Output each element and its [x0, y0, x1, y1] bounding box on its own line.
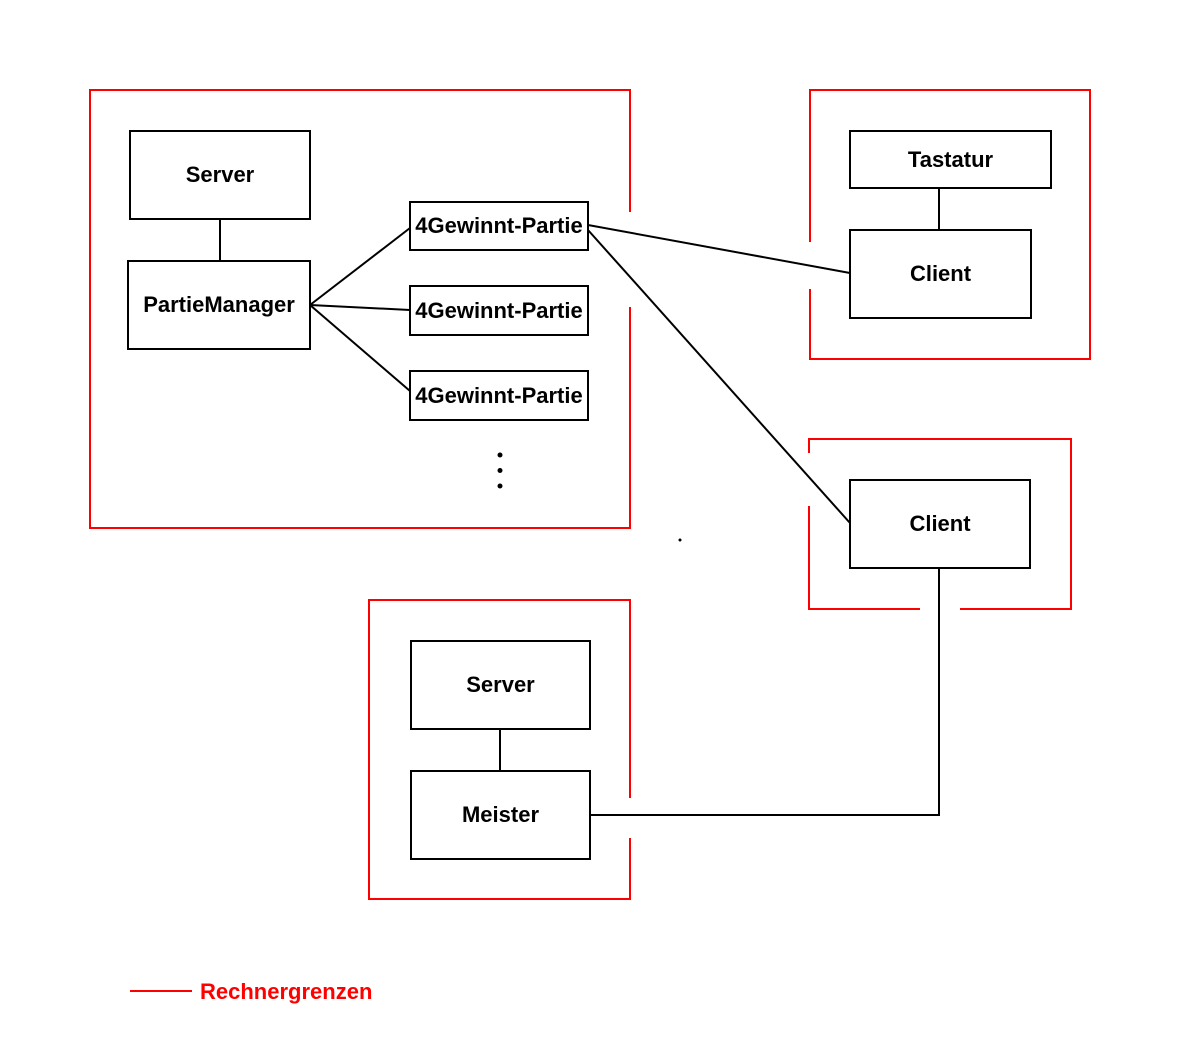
- node-client-mid: Client: [849, 479, 1031, 569]
- boundary-server-host: [89, 89, 631, 529]
- node-server-top: Server: [129, 130, 311, 220]
- stray-dot: [678, 538, 682, 542]
- node-client-top-label: Client: [909, 261, 972, 286]
- node-partie-2-label: 4Gewinnt-Partie: [415, 297, 583, 323]
- node-partiemanager-label: PartieManager: [143, 292, 295, 317]
- boundary-meister-host: [368, 599, 631, 900]
- node-tastatur: Tastatur: [849, 130, 1052, 189]
- vertical-ellipsis-icon: [497, 452, 503, 489]
- edge-partiemanager-partie3: [309, 304, 411, 392]
- node-meister: Meister: [410, 770, 591, 860]
- node-server-top-label: Server: [185, 162, 255, 187]
- edge-partiemanager-partie2: [309, 304, 411, 311]
- node-partie-3: 4Gewinnt-Partie: [409, 370, 589, 421]
- boundary-client-host: [808, 438, 1072, 610]
- node-client-top: Client: [849, 229, 1032, 319]
- node-partiemanager: PartieManager: [127, 260, 311, 350]
- node-partie-1: 4Gewinnt-Partie: [409, 201, 589, 251]
- node-meister-label: Meister: [461, 802, 540, 827]
- boundary-tastatur-client-host: [809, 89, 1091, 360]
- legend-label: Rechnergrenzen: [200, 978, 373, 1004]
- node-server-bottom-label: Server: [466, 672, 535, 697]
- node-tastatur-label: Tastatur: [907, 146, 994, 172]
- node-partie-2: 4Gewinnt-Partie: [409, 285, 589, 336]
- edge-partie1-client-mid: [587, 229, 851, 524]
- node-client-mid-label: Client: [909, 511, 971, 536]
- node-server-bottom: Server: [410, 640, 591, 730]
- edge-partiemanager-partie1: [309, 227, 411, 306]
- edge-client-meister: [590, 568, 940, 816]
- node-partie-1-label: 4Gewinnt-Partie: [415, 213, 583, 238]
- edge-partie1-client-top: [587, 224, 851, 274]
- node-partie-3-label: 4Gewinnt-Partie: [415, 382, 583, 408]
